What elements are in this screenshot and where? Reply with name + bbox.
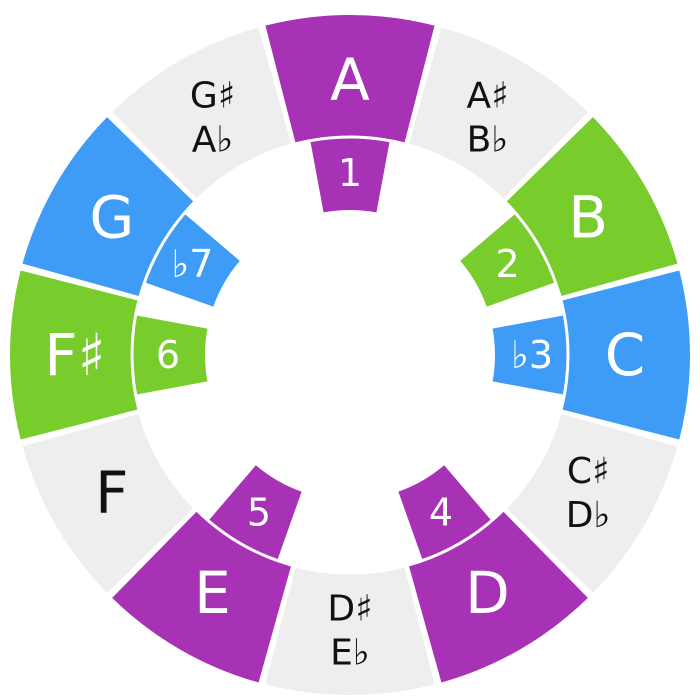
- interval-segment-g[interactable]: [145, 214, 240, 307]
- interval-label-a: 1: [338, 151, 362, 195]
- note-label-e: E: [194, 559, 231, 627]
- outer-note-ring: [10, 15, 690, 696]
- note-label-a: A: [330, 46, 370, 114]
- note-label-gsharp-ab-line-1: G♯: [190, 75, 235, 116]
- note-segment-gsharp-ab[interactable]: [112, 27, 292, 200]
- note-segment-a[interactable]: [265, 15, 435, 143]
- note-label-fsharp: F♯: [44, 321, 105, 389]
- note-label-gsharp-ab-line-2: A♭: [192, 119, 234, 160]
- interval-segment-b[interactable]: [460, 214, 555, 307]
- note-label-d: D: [465, 559, 510, 627]
- note-segment-fsharp[interactable]: [10, 270, 138, 440]
- interval-segment-c[interactable]: [492, 315, 568, 395]
- interval-label-e: 5: [247, 491, 271, 535]
- note-label-asharp-bb-line-1: A♯: [466, 75, 508, 116]
- note-segment-asharp-bb[interactable]: [408, 27, 588, 200]
- note-segment-f[interactable]: [22, 413, 195, 593]
- inner-interval-ring: [132, 137, 568, 560]
- interval-segment-fsharp[interactable]: [132, 315, 208, 395]
- note-label-b: B: [568, 184, 608, 252]
- note-segment-dsharp-eb[interactable]: [265, 566, 435, 696]
- note-label-csharp-db-line-1: C♯: [567, 451, 610, 492]
- note-segment-csharp-db[interactable]: [505, 413, 678, 593]
- note-label-dsharp-eb-line-1: D♯: [327, 589, 372, 630]
- note-segment-g[interactable]: [22, 117, 194, 297]
- note-label-asharp-bb-line-2: B♭: [467, 119, 509, 160]
- ring-separators: [130, 135, 570, 575]
- interval-label-c: ♭3: [511, 333, 553, 377]
- interval-segment-e[interactable]: [209, 465, 302, 560]
- interval-label-fsharp: 6: [156, 333, 180, 377]
- segment-labels: A 1 A♯B♭ B 2C ♭3C♯D♭ D4D♯E♭ E5 F F♯ 6 G ♭7 G♯A♭: [44, 46, 645, 674]
- note-label-g: G: [89, 184, 134, 252]
- note-label-csharp-db-line-2: D♭: [566, 495, 611, 536]
- note-label-f: F: [95, 459, 128, 527]
- interval-label-d: 4: [429, 491, 453, 535]
- note-label-c: C: [605, 321, 646, 389]
- interval-label-b: 2: [496, 242, 520, 286]
- interval-segment-a[interactable]: [310, 137, 390, 213]
- note-segment-c[interactable]: [562, 270, 690, 440]
- note-segment-b[interactable]: [506, 117, 678, 297]
- interval-segment-d[interactable]: [398, 465, 491, 560]
- mid-ring-divider: [130, 135, 570, 575]
- note-label-dsharp-eb-line-2: E♭: [330, 633, 370, 674]
- interval-label-g: ♭7: [171, 242, 213, 286]
- note-segment-e[interactable]: [112, 511, 292, 683]
- note-segment-d[interactable]: [408, 511, 588, 683]
